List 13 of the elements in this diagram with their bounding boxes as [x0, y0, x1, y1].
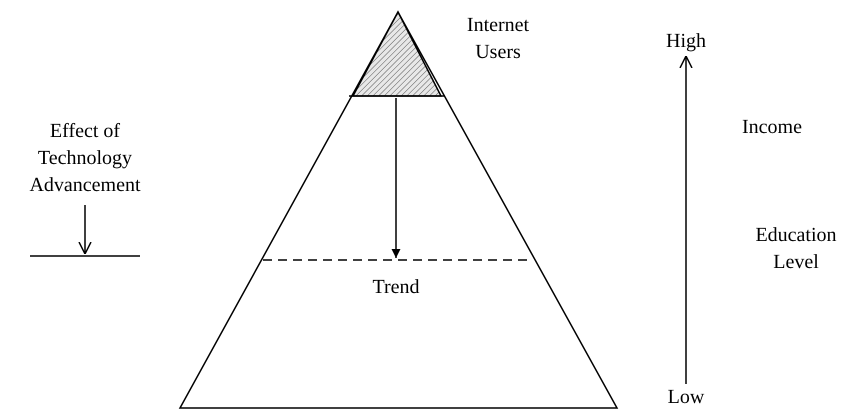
node-caption: Internet Users [466, 13, 530, 65]
text-label: Effect of Technology Advancement [2, 118, 168, 202]
arrow [679, 55, 693, 384]
node-caption: Trend [371, 275, 421, 300]
text-label: Low [660, 384, 712, 412]
text-label: Income [741, 115, 803, 140]
text-label: Education Level [754, 223, 838, 275]
pyramid-outline [180, 12, 617, 408]
arrow [78, 205, 92, 255]
arrow [392, 98, 400, 258]
hatched-apex [349, 12, 445, 98]
baseline [30, 254, 140, 258]
text-label: High [660, 28, 712, 56]
